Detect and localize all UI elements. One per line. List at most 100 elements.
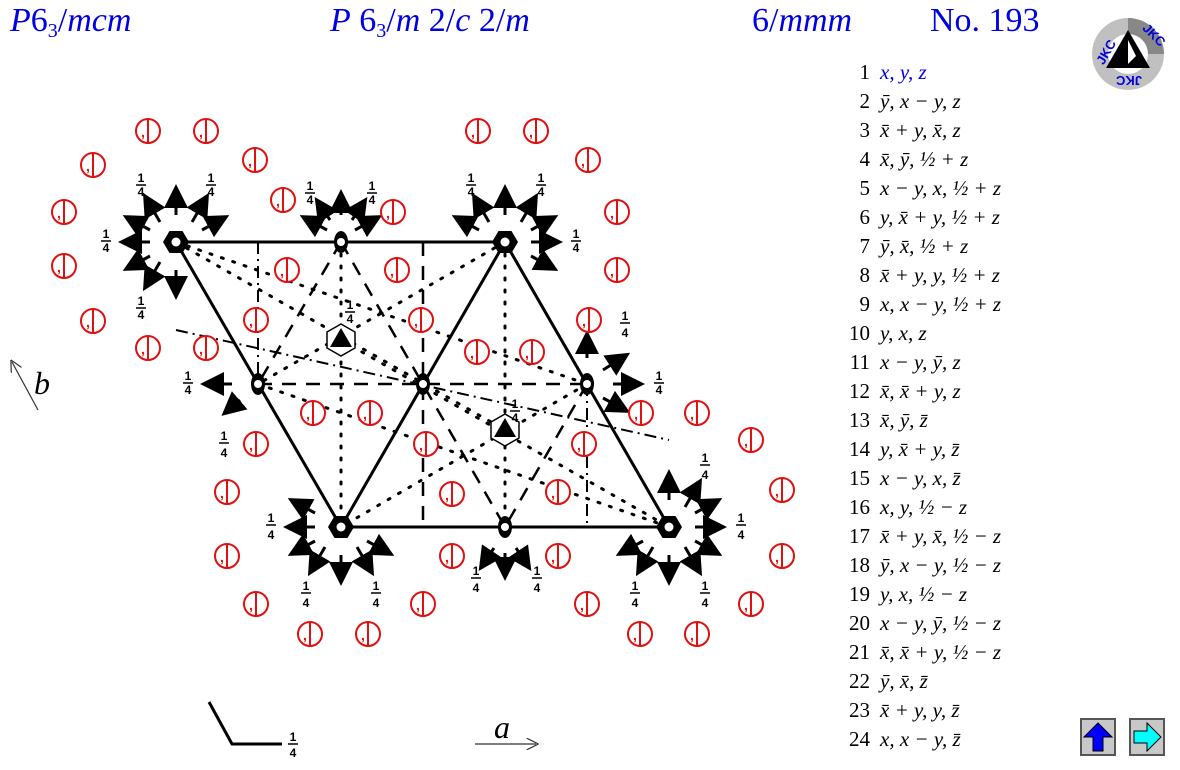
hexad-icon [656, 516, 682, 538]
svg-text:1: 1 [702, 451, 709, 465]
dyad-icon [334, 231, 348, 253]
up-button[interactable] [1080, 718, 1116, 756]
hermann-mauguin-symbol: P63/mcm [10, 2, 132, 42]
svg-text:4: 4 [632, 596, 639, 610]
legend-height-mark [207, 701, 282, 746]
svg-text:1: 1 [622, 309, 629, 323]
svg-text:4: 4 [512, 411, 519, 425]
hexad-icon [328, 516, 354, 538]
svg-text:4: 4 [468, 185, 475, 199]
hexad-icon [492, 231, 518, 253]
svg-text:4: 4 [702, 468, 709, 482]
dyad-icon [416, 373, 430, 395]
twofold-axes-arrows [118, 184, 727, 586]
svg-text:4: 4 [268, 528, 275, 542]
right-arrow-icon [1133, 721, 1162, 753]
svg-text:4: 4 [738, 528, 745, 542]
height-labels: 14 14 14 14 14 14 14 14 14 14 14 14 14 1… [101, 171, 746, 610]
space-group-number: No. 193 [930, 2, 1040, 39]
next-button[interactable] [1129, 718, 1165, 756]
svg-text:4: 4 [138, 308, 145, 322]
svg-text:1: 1 [573, 227, 580, 241]
svg-text:1: 1 [369, 179, 376, 193]
svg-text:1: 1 [185, 369, 192, 383]
dyad-icon [580, 373, 594, 395]
svg-text:4: 4 [303, 596, 310, 610]
symmetry-diagram: , [0, 118, 795, 760]
point-group: 6/mmm [752, 2, 853, 39]
dyad-icon [251, 373, 265, 395]
svg-text:4: 4 [622, 326, 629, 340]
svg-text:1: 1 [307, 179, 314, 193]
svg-text:4: 4 [656, 383, 663, 397]
svg-text:1: 1 [303, 579, 310, 593]
svg-text:1: 1 [512, 397, 519, 411]
svg-text:1: 1 [738, 511, 745, 525]
glide-lines [256, 241, 589, 528]
svg-text:4: 4 [369, 193, 376, 207]
svg-text:1: 1 [268, 511, 275, 525]
triad-icon [326, 323, 356, 357]
svg-text:4: 4 [473, 581, 480, 595]
svg-text:4: 4 [373, 596, 380, 610]
svg-text:4: 4 [534, 581, 541, 595]
svg-text:1: 1 [702, 579, 709, 593]
svg-text:1: 1 [347, 298, 354, 312]
up-arrow-icon [1082, 722, 1114, 752]
svg-text:4: 4 [573, 241, 580, 255]
svg-text:1: 1 [656, 369, 663, 383]
full-symbol: P 63/m 2/c 2/m [330, 2, 530, 42]
svg-text:1: 1 [208, 171, 215, 185]
svg-text:4: 4 [185, 383, 192, 397]
svg-text:1: 1 [138, 294, 145, 308]
svg-text:1: 1 [103, 227, 110, 241]
svg-text:1: 1 [632, 579, 639, 593]
axis-b-label: b [34, 365, 50, 401]
svg-text:4: 4 [702, 596, 709, 610]
svg-text:4: 4 [221, 446, 228, 460]
svg-text:4: 4 [538, 185, 545, 199]
jkc-logo-icon[interactable]: JKC JKC JKC [1088, 16, 1168, 92]
axis-b [12, 362, 39, 411]
svg-text:4: 4 [208, 185, 215, 199]
mirror-lines [174, 240, 671, 529]
svg-text:JKC: JKC [1115, 73, 1142, 88]
svg-text:1: 1 [221, 429, 228, 443]
svg-text:1: 1 [534, 564, 541, 578]
svg-text:4: 4 [307, 193, 314, 207]
svg-text:1: 1 [290, 730, 297, 744]
hexad-icon [163, 231, 189, 253]
dyad-icon [498, 516, 512, 538]
svg-text:1: 1 [468, 171, 475, 185]
svg-text:4: 4 [138, 185, 145, 199]
svg-text:4: 4 [347, 312, 354, 326]
svg-text:1: 1 [373, 579, 380, 593]
axis-a-label: a [494, 709, 510, 745]
svg-text:4: 4 [103, 241, 110, 255]
svg-text:1: 1 [138, 171, 145, 185]
